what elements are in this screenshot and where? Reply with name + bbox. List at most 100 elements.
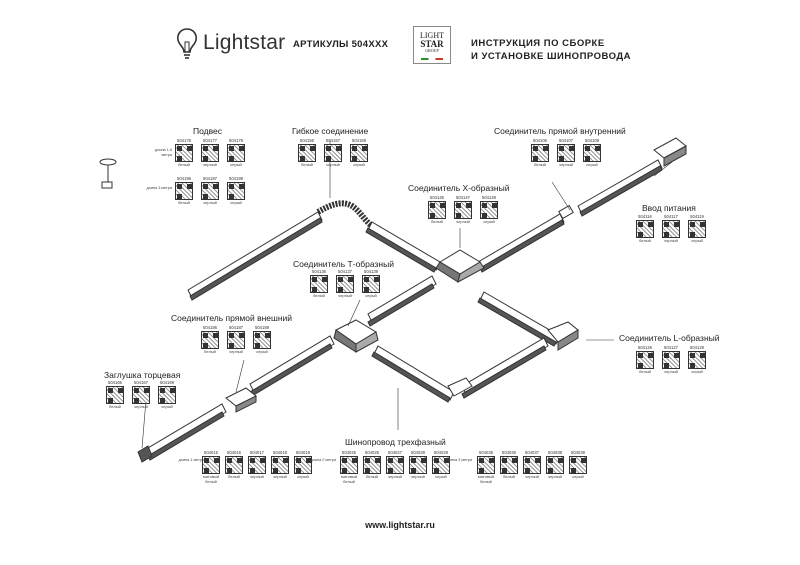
qr-code-icon[interactable] (227, 144, 245, 162)
product-card: 504177 черный (199, 138, 221, 168)
qr-code-icon[interactable] (432, 456, 450, 474)
qr-code-icon[interactable] (336, 275, 354, 293)
product-code: 504117 (664, 214, 678, 219)
length-note: длина 1.5 метра (154, 148, 172, 157)
qr-code-icon[interactable] (248, 456, 266, 474)
product-color: серый (572, 474, 584, 479)
qr-code-icon[interactable] (225, 456, 243, 474)
product-color: белый (639, 369, 651, 374)
qr-code-icon[interactable] (477, 456, 495, 474)
qr-code-icon[interactable] (201, 182, 219, 200)
track-rail (187, 211, 323, 301)
product-code: 504147 (456, 195, 470, 200)
power-input-module (653, 137, 687, 167)
qr-code-icon[interactable] (158, 386, 176, 404)
qr-code-icon[interactable] (409, 456, 427, 474)
qr-code-icon[interactable] (386, 456, 404, 474)
qr-code-icon[interactable] (294, 456, 312, 474)
product-color: белый (109, 404, 121, 409)
qr-code-icon[interactable] (454, 201, 472, 219)
track-rail (367, 275, 437, 327)
qr-code-icon[interactable] (523, 456, 541, 474)
qr-code-icon[interactable] (362, 275, 380, 293)
qr-code-icon[interactable] (636, 220, 654, 238)
track-rail (371, 345, 455, 403)
qr-code-icon[interactable] (636, 351, 654, 369)
product-code: 504028 (411, 450, 425, 455)
qr-code-icon[interactable] (202, 456, 220, 474)
qr-code-icon[interactable] (688, 220, 706, 238)
label-end-cap: Заглушка торцевая (104, 370, 181, 380)
qr-code-icon[interactable] (428, 201, 446, 219)
product-color: черный (664, 369, 678, 374)
qr-code-icon[interactable] (175, 144, 193, 162)
qr-code-icon[interactable] (480, 201, 498, 219)
product-color: матовый белый (202, 474, 220, 484)
qr-code-icon[interactable] (310, 275, 328, 293)
footer-url[interactable]: www.lightstar.ru (365, 520, 435, 530)
product-color: черный (229, 349, 243, 354)
product-color: черный (559, 162, 573, 167)
product-code: 504177 (203, 138, 217, 143)
qr-code-icon[interactable] (500, 456, 518, 474)
product-code: 504026 (365, 450, 379, 455)
product-code: 504106 (533, 138, 547, 143)
product-code: 504199 (229, 176, 243, 181)
product-color: черный (203, 162, 217, 167)
qr-code-icon[interactable] (662, 351, 680, 369)
product-color: матовый белый (340, 474, 358, 484)
qr-code-icon[interactable] (340, 456, 358, 474)
qr-code-icon[interactable] (132, 386, 150, 404)
product-code: 504156 (300, 138, 314, 143)
t-connector-part (333, 319, 379, 353)
length-note: длина 1 метр (178, 458, 202, 462)
qr-code-icon[interactable] (201, 144, 219, 162)
qr-code-icon[interactable] (106, 386, 124, 404)
qr-code-icon[interactable] (227, 331, 245, 349)
product-code: 504136 (312, 269, 326, 274)
track-rail (147, 403, 227, 461)
qr-code-icon[interactable] (546, 456, 564, 474)
qr-code-icon[interactable] (583, 144, 601, 162)
end-cap-part (137, 445, 153, 463)
product-color: белый (639, 238, 651, 243)
product-color: черный (388, 474, 402, 479)
qr-code-icon[interactable] (227, 182, 245, 200)
qr-code-icon[interactable] (363, 456, 381, 474)
label-l-connector: Соединитель L-образный (619, 333, 720, 343)
qr-code-icon[interactable] (531, 144, 549, 162)
product-code: 504018 (273, 450, 287, 455)
qr-code-icon[interactable] (569, 456, 587, 474)
qr-code-icon[interactable] (557, 144, 575, 162)
qr-code-icon[interactable] (688, 351, 706, 369)
product-color: серый (691, 238, 703, 243)
qr-code-icon[interactable] (324, 144, 342, 162)
qr-code-icon[interactable] (298, 144, 316, 162)
qr-code-icon[interactable] (662, 220, 680, 238)
qr-code-icon[interactable] (175, 182, 193, 200)
label-x-connector: Соединитель Х-образный (408, 183, 510, 193)
qr-code-icon[interactable] (201, 331, 219, 349)
qr-code-icon[interactable] (271, 456, 289, 474)
qr-code-icon[interactable] (350, 144, 368, 162)
product-code: 504159 (352, 138, 366, 143)
product-code: 504139 (364, 269, 378, 274)
label-track: Шинопровод трехфазный (345, 437, 446, 447)
product-color: черный (338, 293, 352, 298)
qr-code-icon[interactable] (253, 331, 271, 349)
product-color: черный (664, 238, 678, 243)
